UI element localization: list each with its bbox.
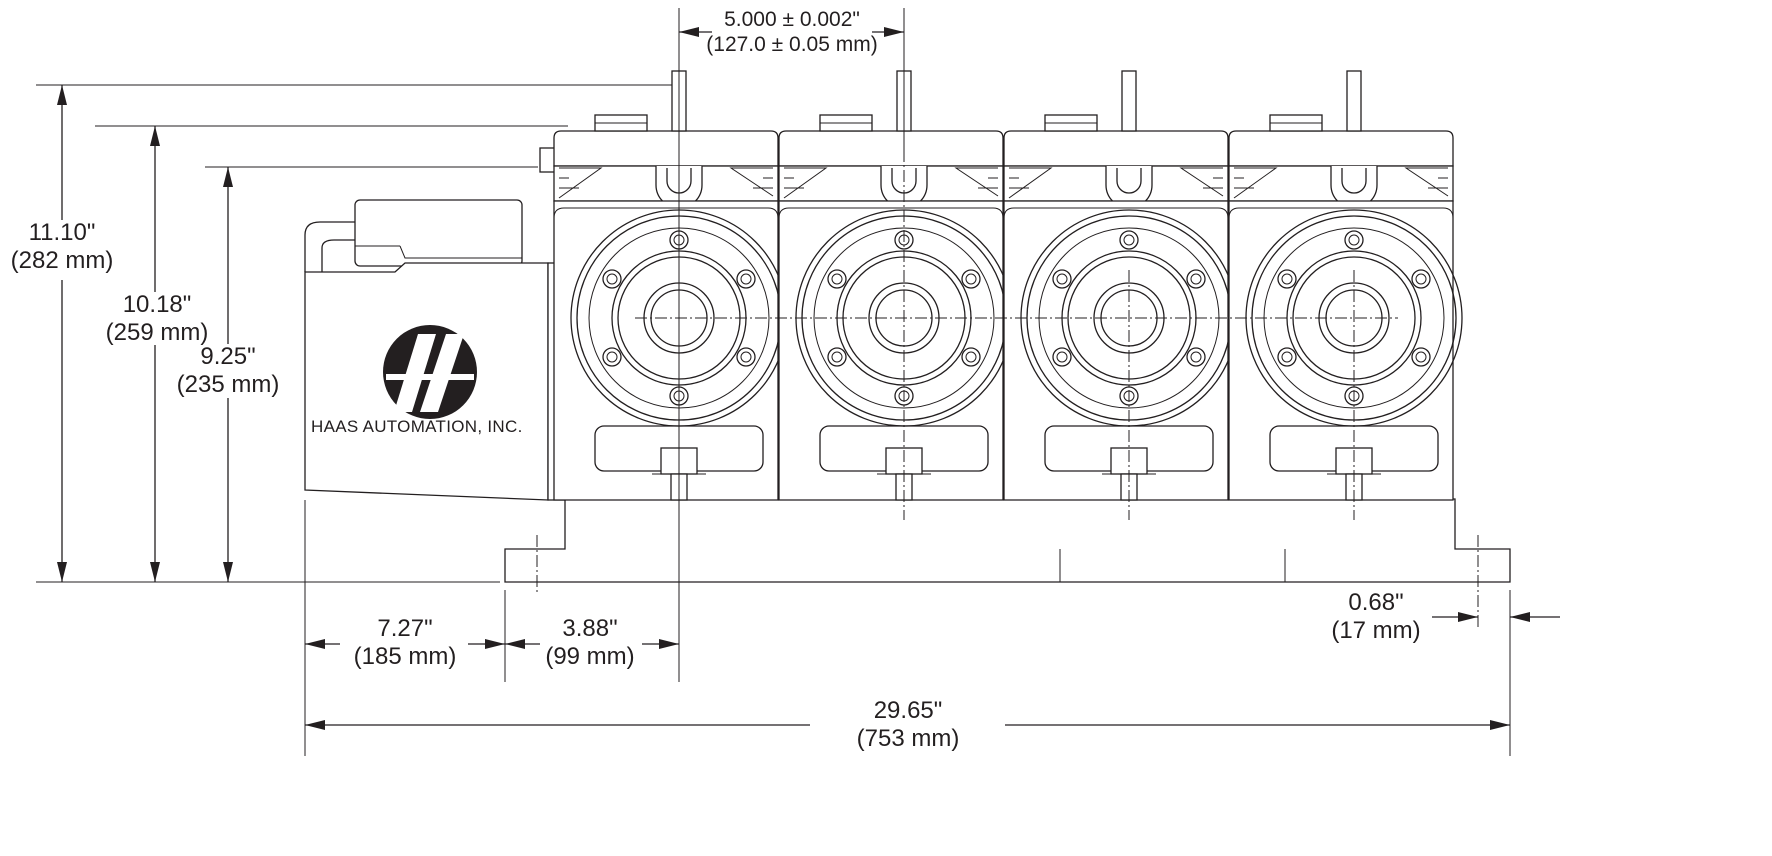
- overall-length-mm-label: (753 mm): [857, 725, 960, 752]
- platter-height-in-label: 10.18": [123, 291, 192, 318]
- center-height-in-label: 9.25": [200, 343, 255, 370]
- platter-height-mm-label: (259 mm): [106, 319, 209, 346]
- base-lip-in-label: 0.68": [1348, 589, 1403, 616]
- motor-length-mm-label: (185 mm): [354, 643, 457, 670]
- overall-height-in-label: 11.10": [29, 219, 96, 246]
- extension-lines: [36, 8, 1511, 756]
- motor-length-in-label: 7.27": [377, 615, 432, 642]
- dimension-labels: 5.000 ± 0.002" (127.0 ± 0.05 mm) 11.10" …: [11, 8, 1421, 752]
- dimension-lines: [57, 27, 1560, 730]
- brand-text: HAAS AUTOMATION, INC.: [311, 417, 523, 436]
- base-plate: [504, 498, 1511, 583]
- center-spacing-in-label: 5.000 ± 0.002": [724, 8, 860, 31]
- rotary-head-2: [778, 70, 1013, 501]
- rotary-head-3: [1003, 70, 1238, 501]
- rotary-head-1: [553, 70, 788, 501]
- overall-height-mm-label: (282 mm): [11, 247, 114, 274]
- center-height-mm-label: (235 mm): [177, 371, 280, 398]
- base-lip-mm-label: (17 mm): [1331, 617, 1420, 644]
- overall-length-in-label: 29.65": [874, 697, 943, 724]
- first-center-in-label: 3.88": [562, 615, 617, 642]
- first-center-mm-label: (99 mm): [545, 643, 634, 670]
- rotary-head-4: [1228, 70, 1463, 501]
- haas-logo: [383, 325, 477, 419]
- center-spacing-mm-label: (127.0 ± 0.05 mm): [706, 33, 877, 56]
- center-lines: [536, 150, 1479, 630]
